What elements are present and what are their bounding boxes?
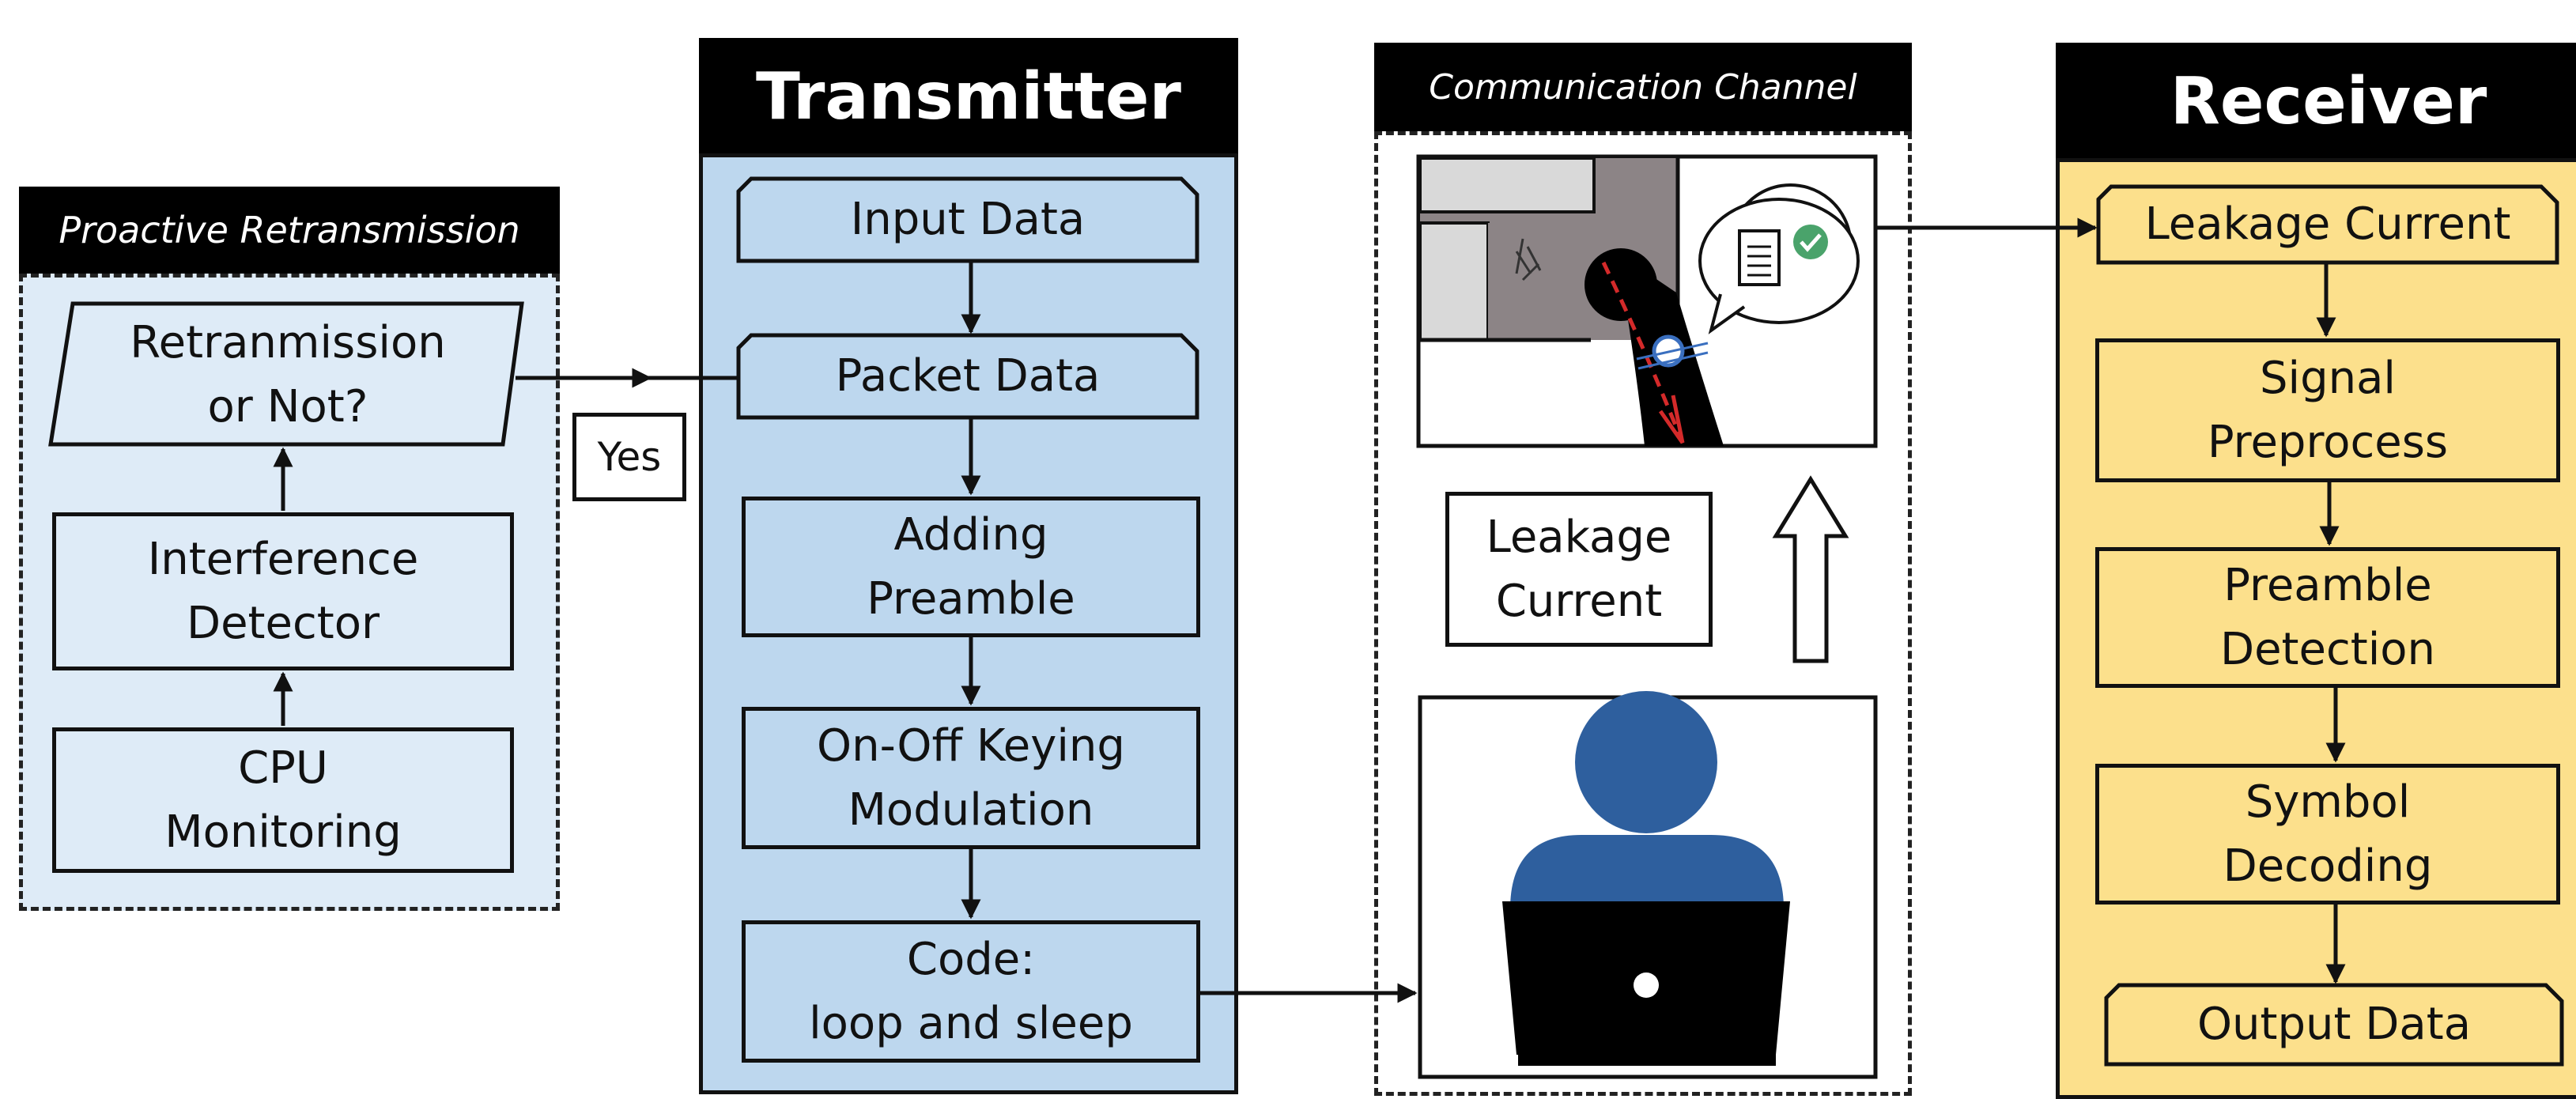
interference-detector-box: Interference Detector xyxy=(52,512,514,670)
yes-label: Yes xyxy=(572,413,686,501)
decision-label-top: Retranmission or Not? xyxy=(130,316,446,432)
tx-ook-modulation: On-Off Keying Modulation xyxy=(742,707,1200,849)
tx-input-data-top: Input Data xyxy=(850,194,1086,246)
rx-signal-preprocess: Signal Preprocess xyxy=(2095,338,2560,482)
transmitter-header: Transmitter xyxy=(699,38,1238,155)
rx-symbol-decoding: Symbol Decoding xyxy=(2095,764,2560,905)
leakage-current-label: Leakage Current xyxy=(1445,492,1713,647)
transmitter-title: Transmitter xyxy=(756,59,1181,134)
rx-preamble-detection: Preamble Detection xyxy=(2095,547,2560,688)
rx-output-data-top: Output Data xyxy=(2196,999,2472,1051)
proactive-header: Proactive Retransmission xyxy=(19,187,560,274)
tx-adding-preamble: Adding Preamble xyxy=(742,497,1200,637)
channel-header: Communication Channel xyxy=(1374,43,1912,131)
channel-title: Communication Channel xyxy=(1429,66,1857,108)
tx-code-loop-sleep: Code: loop and sleep xyxy=(742,920,1200,1063)
tx-packet-data-top: Packet Data xyxy=(835,350,1101,402)
receiver-title: Receiver xyxy=(2170,63,2487,139)
receiver-header: Receiver xyxy=(2056,43,2576,160)
proactive-title: Proactive Retransmission xyxy=(59,209,520,251)
rx-leakage-current-top: Leakage Current xyxy=(2144,198,2511,251)
cpu-monitoring-box: CPU Monitoring xyxy=(52,727,514,873)
